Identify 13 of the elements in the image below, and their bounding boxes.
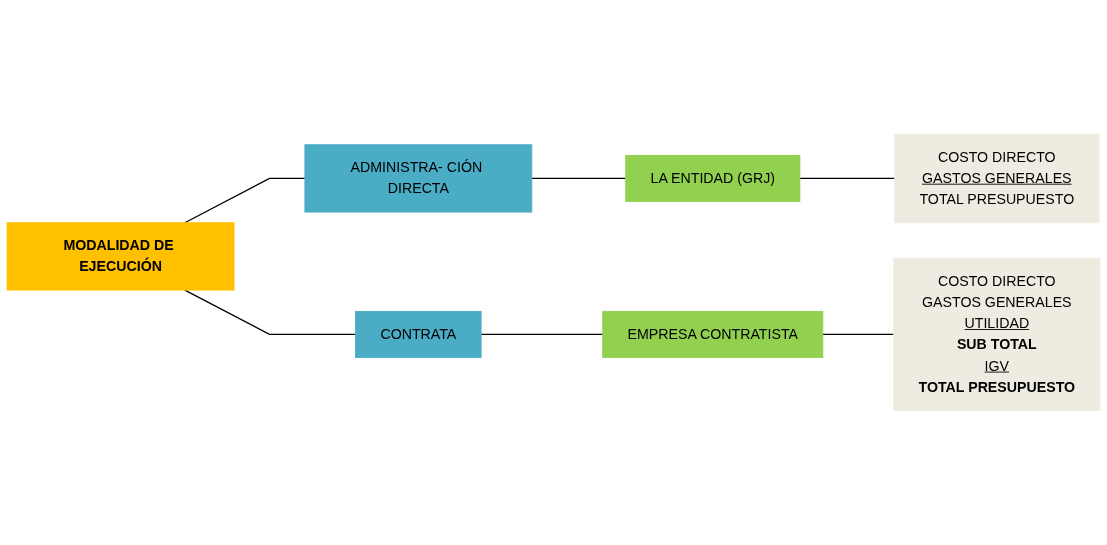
node-box (625, 155, 801, 203)
connector (822, 333, 895, 336)
node-box (304, 144, 533, 213)
node-box (894, 133, 1100, 224)
node-box (602, 311, 824, 359)
connector (480, 333, 604, 336)
connector (531, 177, 627, 180)
node-box (355, 311, 482, 359)
node-box (6, 222, 235, 291)
node-box (893, 257, 1101, 412)
connector (184, 177, 306, 224)
connector (799, 177, 896, 180)
connector (184, 289, 357, 336)
